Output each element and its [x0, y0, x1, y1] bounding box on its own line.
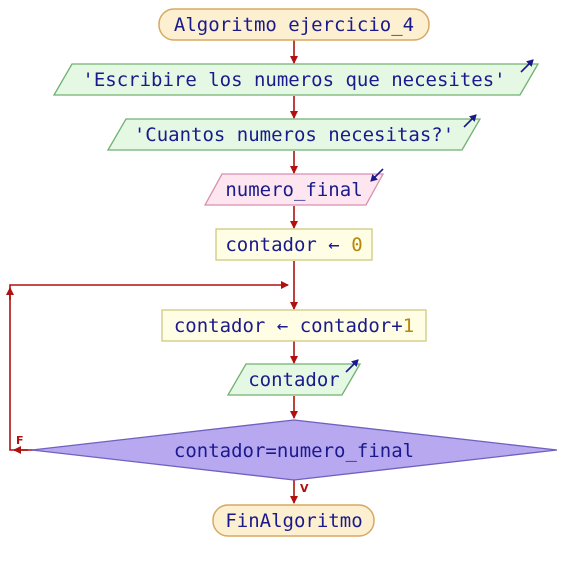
output2-label: 'Cuantos numeros necesitas?': [134, 124, 454, 146]
output-node-3[interactable]: contador: [226, 359, 362, 396]
assign1-var: contador: [225, 234, 317, 256]
decision-node[interactable]: contador=numero_final: [31, 419, 558, 481]
output-node-2[interactable]: 'Cuantos numeros necesitas?': [106, 114, 482, 151]
output-arrow-icon: [520, 59, 534, 73]
process-node-assign-1[interactable]: contador ← 0: [215, 228, 373, 261]
end-label: FinAlgoritmo: [225, 510, 362, 532]
assign-arrow-icon: ←: [328, 234, 339, 256]
process-node-assign-2[interactable]: contador ← contador+1: [161, 309, 427, 342]
end-terminal[interactable]: FinAlgoritmo: [212, 504, 375, 537]
output1-label: 'Escribire los numeros que necesites': [82, 69, 505, 91]
assign-arrow-icon: ←: [277, 315, 288, 337]
input-arrow-icon: [370, 168, 384, 182]
assign1-statement: contador ← 0: [225, 234, 362, 256]
assign2-rhs: contador+: [300, 315, 403, 337]
decision-label: contador=numero_final: [174, 440, 414, 462]
input-node[interactable]: numero_final: [203, 168, 385, 206]
output-node-1[interactable]: 'Escribire los numeros que necesites': [52, 59, 540, 96]
assign2-lhs: contador: [174, 315, 266, 337]
start-terminal[interactable]: Algoritmo ejercicio_4: [158, 8, 430, 41]
assign2-statement: contador ← contador+1: [174, 315, 414, 337]
true-branch-label: V: [300, 482, 309, 495]
output-arrow-icon: [345, 359, 359, 373]
false-branch-label: F: [16, 434, 24, 447]
output-arrow-icon: [463, 114, 477, 128]
output3-label: contador: [248, 369, 340, 391]
input1-label: numero_final: [225, 179, 362, 201]
edges: [6, 40, 298, 504]
assign2-value: 1: [403, 315, 414, 337]
assign1-value: 0: [351, 234, 362, 256]
start-label: Algoritmo ejercicio_4: [174, 14, 414, 36]
